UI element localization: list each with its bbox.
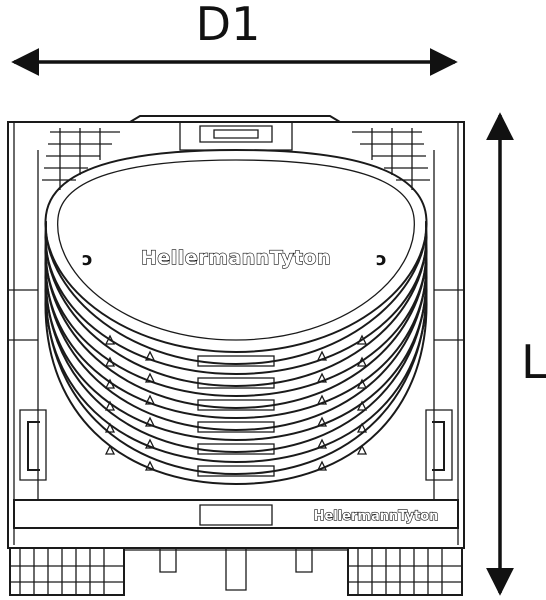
center-feet: [124, 548, 348, 591]
housing-body: [7, 115, 465, 549]
top-brand-logo: HellermannTyton: [141, 247, 331, 269]
left-clip: [19, 409, 47, 481]
left-ribs: [42, 128, 120, 190]
right-ribs: [352, 128, 430, 190]
length-dimension-label: L: [521, 335, 546, 389]
stacked-ring: [44, 245, 428, 420]
top-face: ɔ ɔ HellermannTyton: [44, 148, 428, 354]
right-feet: [347, 548, 463, 596]
width-dimension-label: D1: [196, 0, 261, 51]
screw-symbol-right: ɔ: [376, 249, 387, 270]
right-clip: [425, 409, 453, 481]
length-dimension: L: [486, 112, 546, 596]
screw-symbol-left: ɔ: [82, 249, 93, 270]
left-feet: [9, 548, 125, 596]
top-latch: [179, 122, 293, 151]
bottom-brand-logo: HellermannTyton: [314, 509, 439, 524]
stacked-ring: [44, 257, 428, 442]
bottom-plate: HellermannTyton: [13, 499, 459, 529]
width-dimension: D1: [11, 0, 458, 76]
